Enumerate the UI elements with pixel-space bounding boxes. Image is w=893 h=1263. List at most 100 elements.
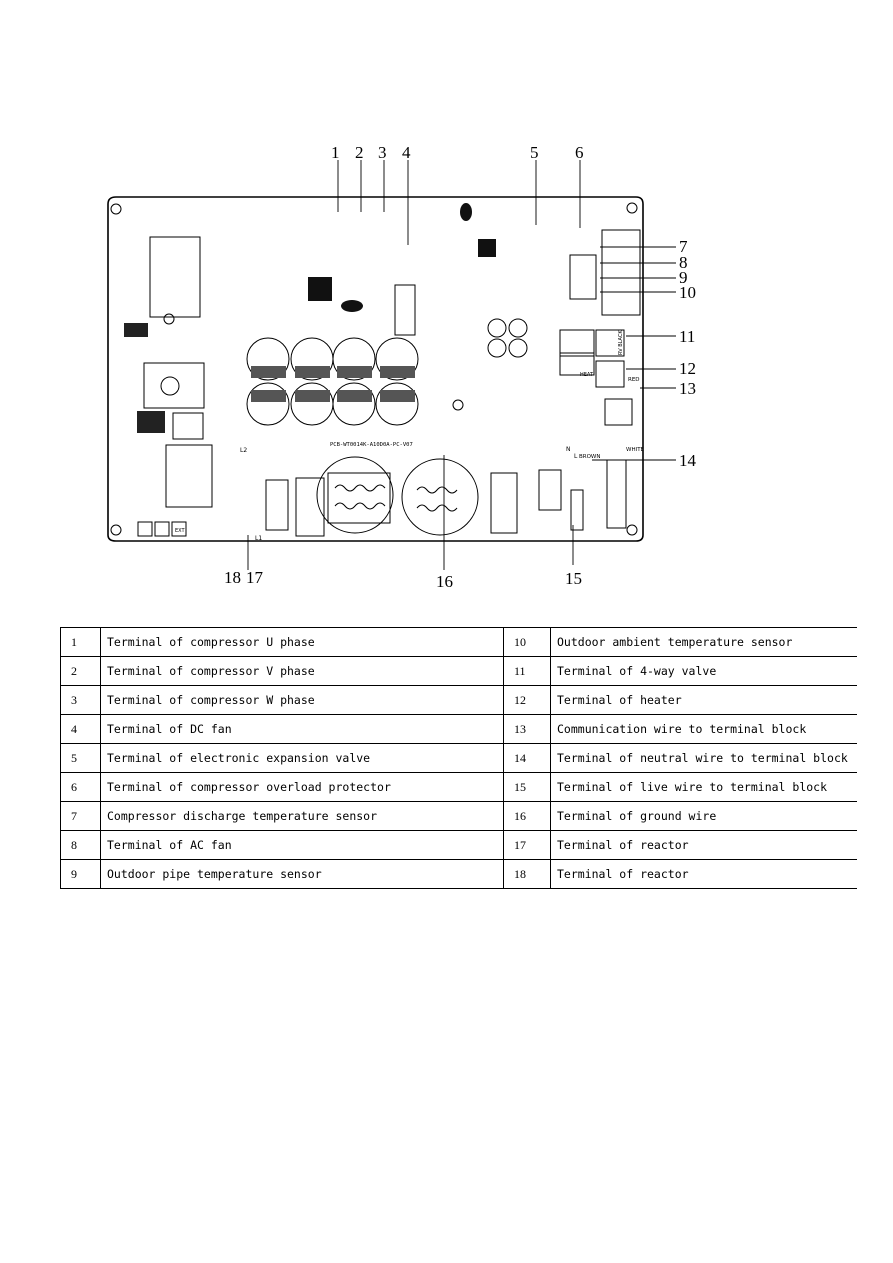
pcb-outline — [107, 196, 644, 542]
callout-7: 7 — [679, 237, 688, 256]
inductor-left-frame — [327, 472, 391, 524]
connector-bridge — [604, 398, 633, 426]
part-number: 16 — [503, 801, 551, 831]
part-number: 3 — [60, 685, 101, 715]
part-description: Outdoor pipe temperature sensor — [100, 859, 504, 889]
silk-brown: BROWN — [579, 454, 600, 460]
part-description: Compressor discharge temperature sensor — [100, 801, 504, 831]
part-number: 13 — [503, 714, 551, 744]
silk-n: N — [566, 446, 571, 453]
inductor-right-winding — [416, 486, 458, 512]
silk-l1: L1 — [255, 535, 262, 542]
film-cap-3 — [490, 472, 518, 534]
callout-13: 13 — [679, 379, 696, 398]
inductor-right — [401, 458, 479, 536]
terminal-block-3 — [171, 521, 187, 537]
part-description: Terminal of neutral wire to terminal blo… — [550, 743, 857, 773]
part-number: 2 — [60, 656, 101, 686]
small-capacitors — [452, 318, 528, 411]
relay-heat — [559, 352, 595, 376]
part-number: 6 — [60, 772, 101, 802]
callout-8: 8 — [679, 253, 688, 272]
varistor — [570, 489, 584, 531]
callout-2: 2 — [355, 143, 364, 162]
silk-white: WHITE — [626, 447, 645, 453]
callout-12: 12 — [679, 359, 696, 378]
transformer — [149, 236, 201, 318]
part-number: 9 — [60, 859, 101, 889]
board-label: PCB-WT0014K-A10D0A-PC-V07 — [330, 442, 413, 448]
crystal — [341, 300, 363, 312]
part-number: 4 — [60, 714, 101, 744]
part-description: Terminal of compressor W phase — [100, 685, 504, 715]
part-number: 12 — [503, 685, 551, 715]
capacitor-bank — [246, 337, 419, 426]
transformer-screw — [163, 313, 175, 325]
ic-chip-left — [137, 411, 165, 433]
mount-hole-br — [626, 524, 638, 536]
part-description: Terminal of live wire to terminal block — [550, 772, 857, 802]
connector-heat — [595, 360, 625, 388]
part-description: Terminal of compressor U phase — [100, 627, 504, 657]
part-number: 10 — [503, 627, 551, 657]
callout-9: 9 — [679, 268, 688, 287]
terminal-block-1 — [137, 521, 153, 537]
callout-10: 10 — [679, 283, 696, 302]
terminal-block-2 — [154, 521, 170, 537]
part-number: 15 — [503, 772, 551, 802]
inductor-left-winding — [334, 484, 386, 510]
film-cap-2 — [265, 479, 289, 531]
mcu-chip — [308, 277, 332, 301]
part-description: Outdoor ambient temperature sensor — [550, 627, 857, 657]
callout-5: 5 — [530, 143, 539, 162]
callout-15: 15 — [565, 569, 582, 588]
mount-hole-tr — [626, 202, 638, 214]
fuse-block — [172, 412, 204, 440]
part-number: 1 — [60, 627, 101, 657]
part-number: 17 — [503, 830, 551, 860]
leader-lines — [247, 160, 676, 570]
callout-17: 17 — [246, 568, 264, 587]
callout-4: 4 — [402, 143, 411, 162]
silk-ext: EXT — [175, 528, 185, 534]
part-number: 18 — [503, 859, 551, 889]
callout-11: 11 — [679, 327, 695, 346]
transformer-core — [160, 376, 180, 396]
part-number: 8 — [60, 830, 101, 860]
part-description: Terminal of reactor — [550, 830, 857, 860]
film-cap-1 — [295, 477, 325, 537]
inductor-left — [316, 456, 394, 534]
part-description: Terminal of 4-way valve — [550, 656, 857, 686]
callout-6: 6 — [575, 143, 584, 162]
mount-hole-bl — [110, 524, 122, 536]
part-description: Terminal of heater — [550, 685, 857, 715]
part-number: 7 — [60, 801, 101, 831]
pcb-diagram: PCB-WT0014K-A10D0A-PC-V07 RV BLACK HEAT … — [107, 143, 697, 591]
heatsink-block — [165, 444, 213, 508]
part-number: 14 — [503, 743, 551, 773]
part-description: Terminal of DC fan — [100, 714, 504, 744]
connector-ambient — [569, 254, 597, 300]
relay-top — [601, 229, 641, 316]
callout-3: 3 — [378, 143, 387, 162]
relay-4way — [559, 329, 595, 357]
part-description: Terminal of compressor overload protecto… — [100, 772, 504, 802]
callout-14: 14 — [679, 451, 697, 470]
part-description: Terminal of AC fan — [100, 830, 504, 860]
connector-rv — [595, 329, 625, 357]
switching-transformer — [143, 362, 205, 409]
part-number: 5 — [60, 743, 101, 773]
oscillator — [460, 203, 472, 221]
part-description: Communication wire to terminal block — [550, 714, 857, 744]
silk-l: L — [574, 453, 578, 460]
terminal-l — [538, 469, 562, 511]
callout-16: 16 — [436, 572, 453, 591]
